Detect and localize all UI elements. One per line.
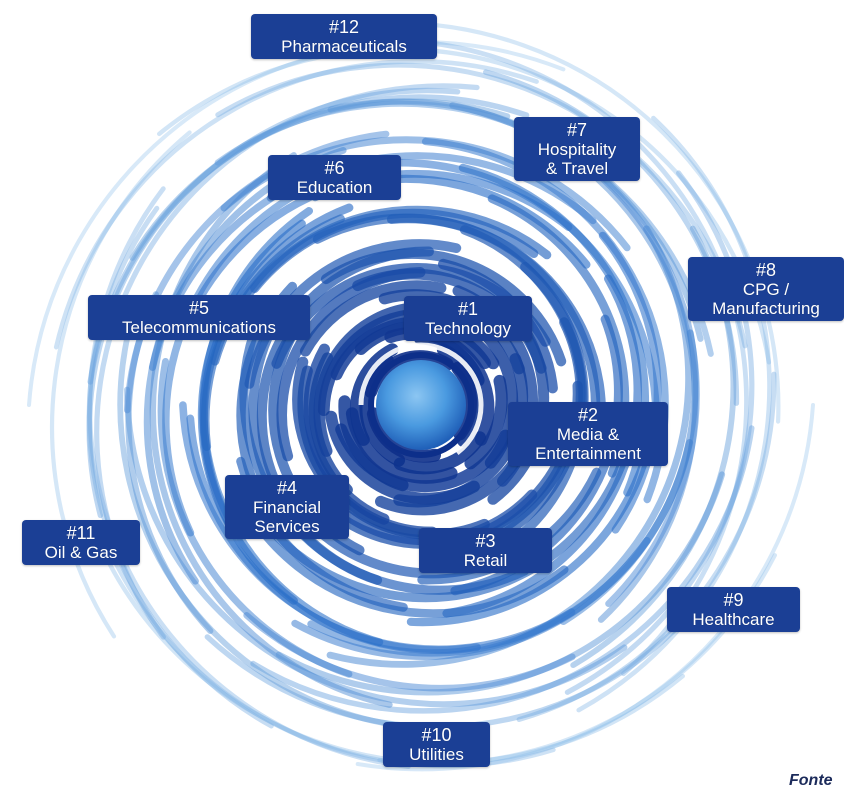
swirl-arc (215, 62, 748, 349)
label-rank-6: #6 Education (268, 155, 401, 200)
swirl-arc (129, 98, 511, 261)
swirl-arc (483, 69, 740, 406)
label-rank-11: #11 Oil & Gas (22, 520, 140, 565)
label-rank-10: #10 Utilities (383, 722, 490, 767)
swirl-arc (157, 46, 772, 365)
center-disk (376, 360, 466, 450)
swirl-arc (149, 152, 393, 708)
label-rank-4: #4 Financial Services (225, 475, 349, 539)
swirl-arc (372, 20, 781, 424)
label-rank-7: #7 Hospitality & Travel (514, 117, 640, 181)
swirl-arc (393, 431, 486, 475)
source-footer-text: Fonte (789, 772, 833, 789)
swirl-arc (299, 280, 447, 357)
swirl-arc (325, 410, 480, 505)
label-rank-8: #8 CPG / Manufacturing (688, 257, 844, 321)
swirl-arc (117, 336, 441, 732)
label-rank-1: #1 Technology (404, 296, 532, 341)
label-rank-3: #3 Retail (419, 528, 552, 573)
swirl-arc (450, 314, 623, 596)
swirl-arc (124, 130, 390, 414)
swirl-arc (86, 205, 274, 729)
swirl-arc (326, 225, 692, 668)
swirl-arc (89, 522, 685, 766)
swirl-arc (576, 115, 772, 713)
label-rank-9: #9 Healthcare (667, 587, 800, 632)
label-rank-12: #12 Pharmaceuticals (251, 14, 437, 59)
swirl-arc (86, 87, 461, 519)
swirl-arc (27, 40, 566, 407)
swirl-arc (157, 358, 353, 678)
swirl-arc (564, 170, 755, 695)
label-rank-2: #2 Media & Entertainment (508, 402, 668, 466)
swirl-arc (320, 248, 567, 367)
swirl-arc (250, 425, 755, 714)
center-highlight-ring (358, 342, 484, 455)
swirl-arc (244, 239, 462, 389)
center-inner-ring (368, 352, 474, 458)
swirl-arc (386, 213, 601, 430)
swirl-arc (355, 403, 815, 772)
swirl-arc (464, 374, 508, 470)
swirl-arc (53, 59, 539, 350)
label-rank-5: #5 Telecommunications (88, 295, 310, 340)
swirl-arc (338, 395, 409, 492)
